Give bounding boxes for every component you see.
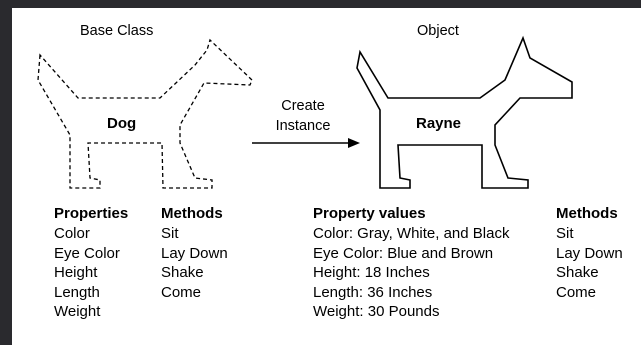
create-instance-label: Create Instance (268, 97, 338, 136)
object-dog-label: Rayne (416, 115, 462, 132)
list-item: Sit (556, 225, 574, 242)
list-item: Weight: 30 Pounds (313, 303, 440, 320)
list-item: Height (54, 264, 98, 281)
list-item: Length (54, 283, 100, 301)
object-property-values-list: Color: Gray, White, and Black Eye Color:… (313, 224, 509, 322)
diagram-panel (12, 8, 641, 345)
create-instance-label-line2: Instance (275, 117, 331, 134)
list-item: Come (161, 283, 202, 301)
list-item: Sit (161, 225, 179, 242)
list-item: Weight (54, 303, 101, 320)
base-class-properties-heading: Properties (54, 205, 129, 222)
base-class-heading: Base Class (80, 23, 154, 39)
list-item: Length: 36 Inches (313, 283, 433, 301)
create-instance-label-line1: Create (281, 98, 325, 114)
list-item: Color (54, 225, 90, 242)
object-dog-outline (356, 35, 573, 189)
base-class-dog-outline (37, 38, 253, 189)
base-class-methods-heading: Methods (161, 205, 223, 222)
list-item: Height: 18 Inches (313, 264, 430, 281)
list-item: Come (556, 283, 597, 301)
list-item: Lay Down (556, 244, 623, 262)
list-item: Lay Down (161, 244, 228, 262)
list-item: Color: Gray, White, and Black (313, 225, 510, 242)
object-heading: Object (417, 23, 459, 39)
object-methods-heading: Methods (556, 205, 618, 222)
object-property-values-heading: Property values (313, 205, 426, 222)
list-item: Shake (556, 264, 599, 281)
base-class-dog-label: Dog (107, 115, 137, 132)
object-methods-list: Sit Lay Down Shake Come (556, 224, 623, 302)
base-class-methods-list: Sit Lay Down Shake Come (161, 224, 228, 302)
base-class-properties-list: Color Eye Color Height Length Weight (54, 224, 120, 322)
list-item: Eye Color (54, 244, 120, 262)
list-item: Eye Color: Blue and Brown (313, 244, 494, 262)
list-item: Shake (161, 264, 204, 281)
create-instance-arrow-head (348, 138, 360, 148)
